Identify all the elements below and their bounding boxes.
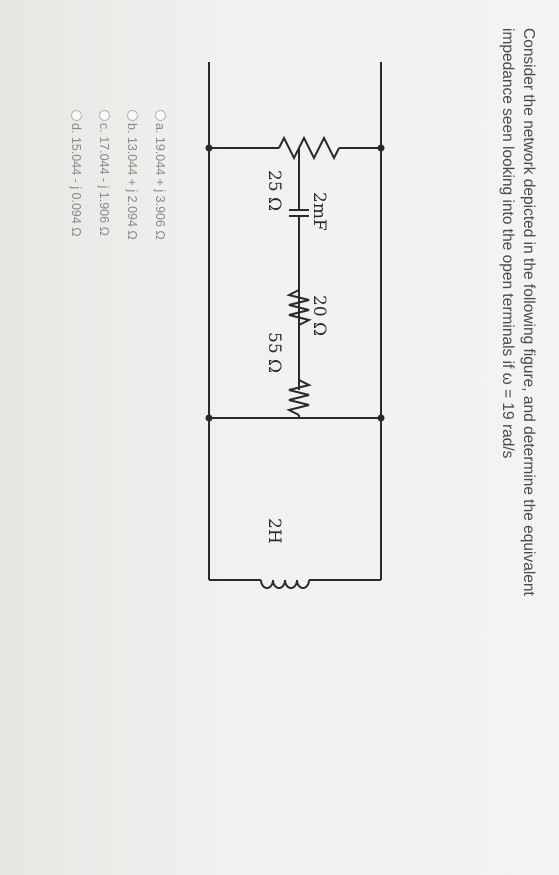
label-resistor-20: 20 Ω bbox=[309, 295, 329, 336]
label-resistor-25: 25 Ω bbox=[264, 170, 284, 211]
option-b-letter: b. bbox=[125, 123, 139, 134]
junction-dot-right-top bbox=[377, 414, 385, 422]
resistor-55-symbol bbox=[286, 379, 312, 416]
option-d-text: 15.044 - j 0.094 Ω bbox=[69, 136, 83, 237]
radio-a[interactable] bbox=[155, 110, 166, 121]
option-c-letter: c. bbox=[97, 123, 111, 133]
label-capacitor: 2mF bbox=[309, 192, 329, 231]
junction-dot-top bbox=[377, 144, 385, 152]
option-b-text: 13.044 + j 2.094 Ω bbox=[125, 136, 139, 240]
resistor-25-symbol bbox=[278, 135, 340, 161]
junction-dot-right-bottom bbox=[205, 414, 213, 422]
option-a[interactable]: a. 19.044 + j 3.906 Ω bbox=[153, 110, 167, 240]
radio-c[interactable] bbox=[99, 110, 110, 121]
option-a-text: 19.044 + j 3.906 Ω bbox=[153, 136, 167, 240]
option-d-letter: d. bbox=[69, 123, 83, 134]
option-d[interactable]: d. 15.044 - j 0.094 Ω bbox=[69, 110, 83, 237]
label-inductor: 2H bbox=[264, 518, 284, 544]
radio-b[interactable] bbox=[127, 110, 138, 121]
option-c[interactable]: c. 17.044 - j 1.906 Ω bbox=[97, 110, 111, 236]
option-a-letter: a. bbox=[153, 123, 167, 134]
label-resistor-55: 55 Ω bbox=[264, 332, 284, 373]
radio-d[interactable] bbox=[71, 110, 82, 121]
inductor-symbol bbox=[260, 579, 310, 589]
option-b[interactable]: b. 13.044 + j 2.094 Ω bbox=[125, 110, 139, 240]
junction-dot-bottom bbox=[205, 144, 213, 152]
option-c-text: 17.044 - j 1.906 Ω bbox=[97, 136, 111, 236]
resistor-20-symbol bbox=[286, 289, 312, 326]
